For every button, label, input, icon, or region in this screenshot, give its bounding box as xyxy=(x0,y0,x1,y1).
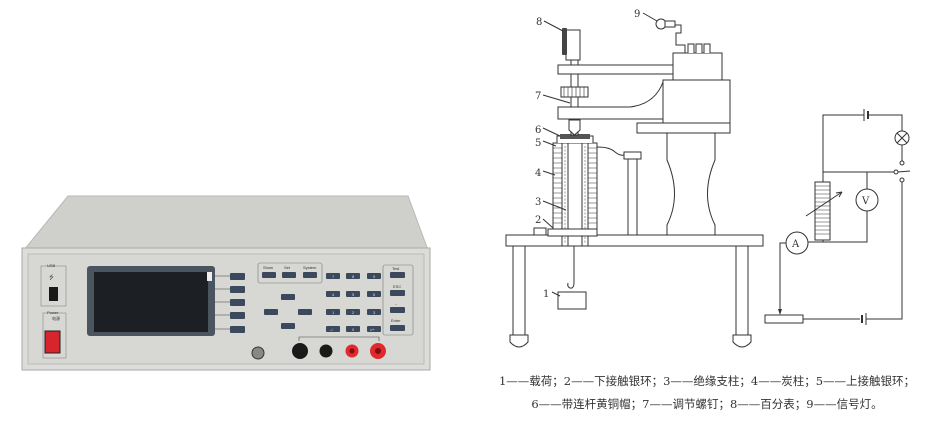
part-labels: 8 9 7 6 5 4 3 2 1 xyxy=(535,9,640,300)
soft-key[interactable] xyxy=(230,299,245,306)
lower-silver-ring xyxy=(547,228,598,237)
show-key[interactable] xyxy=(262,272,276,278)
backspace-key-label: ← xyxy=(394,301,398,306)
up-arrow-key[interactable] xyxy=(281,294,295,300)
table-leg-left xyxy=(512,245,526,336)
electrode-plate xyxy=(764,314,804,324)
instrument-photo: USB ⭍ Power 电源 Show Set System xyxy=(21,195,431,371)
bnc-connector[interactable] xyxy=(251,346,265,360)
left-arrow-key[interactable] xyxy=(264,309,278,315)
switch-contact xyxy=(899,177,905,183)
soft-key[interactable] xyxy=(230,326,245,333)
table-leg-right xyxy=(735,245,749,336)
label-4: 4 xyxy=(535,168,541,179)
label-3: 3 xyxy=(535,197,541,208)
set-key-label: Set xyxy=(284,265,291,270)
backspace-key[interactable] xyxy=(390,307,405,313)
apparatus-diagram: 8 9 7 6 5 4 3 2 1 xyxy=(505,9,764,348)
key-6[interactable]: 6 xyxy=(373,292,376,297)
label-6: 6 xyxy=(535,125,541,136)
label-9: 9 xyxy=(634,9,640,20)
side-keys: Test ESC ← Enter xyxy=(390,266,405,331)
right-arrow-key[interactable] xyxy=(298,309,312,315)
head-block xyxy=(662,79,731,124)
soft-key[interactable] xyxy=(230,312,245,319)
usb-label: USB xyxy=(47,263,56,268)
arrow-keys xyxy=(264,294,312,329)
enter-key-label: Enter xyxy=(391,318,401,323)
test-key[interactable] xyxy=(390,272,405,278)
ammeter-label: A xyxy=(791,239,800,250)
soft-keys xyxy=(215,273,245,333)
lcd-screen xyxy=(94,272,208,332)
label-1: 1 xyxy=(543,289,549,300)
show-key-label: Show xyxy=(263,265,273,270)
power-switch[interactable] xyxy=(44,330,61,354)
group-keys: Show Set System xyxy=(262,265,317,278)
voltmeter-label: V xyxy=(861,196,870,207)
dial-gauge xyxy=(565,29,581,61)
terminal-black[interactable] xyxy=(319,344,333,358)
table-top xyxy=(505,234,764,247)
key-1[interactable]: 1 xyxy=(332,310,335,315)
brass-cap xyxy=(560,134,590,139)
key-4[interactable]: 4 xyxy=(332,292,335,297)
usb-port-frame xyxy=(40,265,67,307)
label-5: 5 xyxy=(535,138,541,149)
caption-line-1: 1——载荷；2——下接触银环；3——绝缘支柱；4——炭柱；5——上接触银环； xyxy=(498,374,916,388)
label-8: 8 xyxy=(536,17,542,28)
down-arrow-key[interactable] xyxy=(281,323,295,329)
voltmeter xyxy=(855,188,879,212)
test-key-label: Test xyxy=(392,266,400,271)
adjusting-screw-gear xyxy=(560,86,589,98)
key-2[interactable]: 2 xyxy=(352,310,355,315)
soft-key[interactable] xyxy=(230,286,245,293)
key-sign-dot[interactable]: -/. xyxy=(330,327,334,332)
key-dot-plus[interactable]: •/+ xyxy=(370,327,376,332)
key-5[interactable]: 5 xyxy=(352,292,355,297)
usb-icon: ⭍ xyxy=(49,273,54,281)
caption-line-2: 6——带连杆黄铜帽；7——调节螺钉；8——百分表；9——信号灯。 xyxy=(531,397,883,411)
key-3[interactable]: 3 xyxy=(373,310,376,315)
esc-key[interactable] xyxy=(390,290,405,296)
terminal-black-large[interactable] xyxy=(292,343,308,359)
key-9[interactable]: 9 xyxy=(373,274,376,279)
esc-key-label: ESC xyxy=(393,284,401,289)
enter-key[interactable] xyxy=(390,325,405,331)
load-weight xyxy=(557,291,587,310)
upper-arm xyxy=(557,64,674,75)
circuit-diagram: V A xyxy=(764,109,911,325)
key-7[interactable]: 7 xyxy=(332,274,335,279)
rheostat xyxy=(814,181,831,241)
clamp-screw xyxy=(533,227,547,236)
soft-key[interactable] xyxy=(230,273,245,280)
system-key-label: System xyxy=(303,265,317,270)
numeric-keypad: 7 8 9 4 5 6 1 2 3 -/. 0 •/+ xyxy=(326,273,381,332)
key-8[interactable]: 8 xyxy=(352,274,355,279)
label-7: 7 xyxy=(535,91,541,102)
power-label-cn: 电源 xyxy=(52,315,60,321)
stand xyxy=(666,132,716,236)
power-label: Power xyxy=(47,310,59,315)
usb-port[interactable] xyxy=(49,287,58,301)
label-2: 2 xyxy=(535,215,541,226)
key-0[interactable]: 0 xyxy=(352,327,355,332)
system-key[interactable] xyxy=(303,272,317,278)
set-key[interactable] xyxy=(282,272,296,278)
